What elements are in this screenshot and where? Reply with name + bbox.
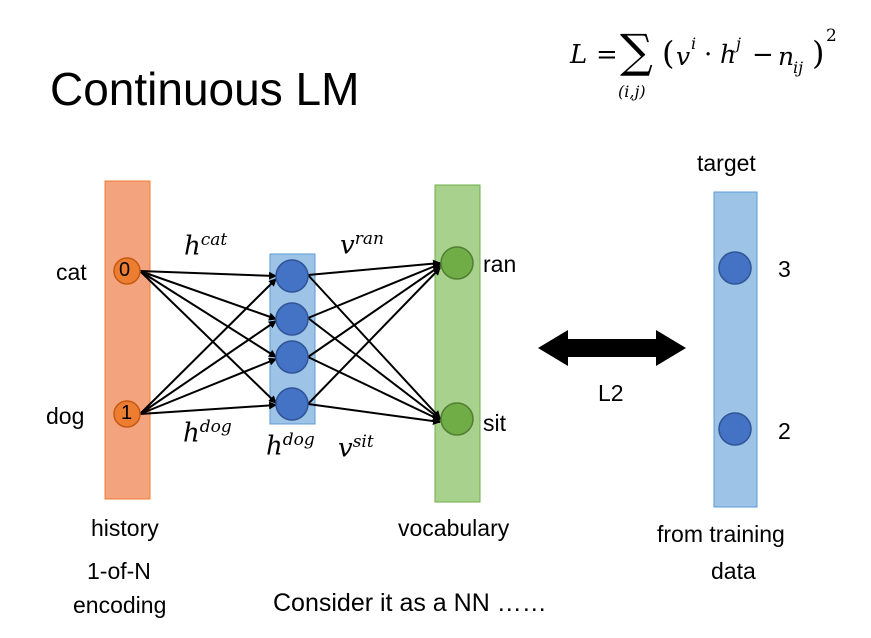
target-value-ran: 3 [778,256,791,282]
edge-label-h-dog: hdog [183,417,232,449]
formula-sum-symbol: ∑ [620,24,653,78]
output-word-sit: sit [483,410,506,436]
formula-power: 2 [826,26,837,46]
input-node-cat [113,257,141,285]
output-layer-bar [434,184,481,503]
input-caption-history: history [91,515,159,541]
edge-label-v-sit: vsit [338,432,374,464]
l2-double-arrow [538,330,686,366]
hidden-to-output-edges [307,259,441,426]
output-word-ran: ran [483,251,517,277]
formula-dot: · [704,40,713,70]
output-node-sit [440,402,474,436]
edge-label-v-sit-sup: sit [352,432,374,452]
formula-v-sup: i [691,34,697,53]
edge-label-h-dog-sup: dog [199,417,232,437]
hidden-layer-label-base: h [266,431,283,462]
formula-v: v [676,42,691,71]
target-node [718,251,752,285]
connector-label: L2 [598,380,624,406]
input-node-dog [113,400,141,428]
formula-equals: = [596,40,618,70]
slide-subtitle: Consider it as a NN …… [273,589,547,617]
edge-label-h-dog-base: h [183,418,200,449]
target-node [718,412,752,446]
edge-label-v-sit-base: v [338,433,353,464]
formula-sum-index: (i,j) [618,82,646,101]
input-caption-1-of-n: 1-of-N [87,558,151,584]
target-caption-line2: data [711,558,756,584]
hidden-node [275,302,309,336]
target-value-sit: 2 [778,418,791,444]
hidden-layer-label: hdog [266,430,315,462]
output-node-ran [440,246,474,280]
hidden-node [275,259,309,293]
input-value-cat: 0 [119,259,131,281]
formula-minus: − [752,40,774,70]
edge-label-v-ran: vran [340,229,384,261]
hidden-node [275,387,309,421]
target-caption-line1: from training [657,521,785,547]
target-layer-bar [713,191,758,508]
edge-label-h-cat-sup: cat [200,230,228,250]
formula-h-sup: j [736,34,741,53]
edge-label-v-ran-sup: ran [354,229,384,249]
hidden-node [275,340,309,374]
formula-lhs: L [570,40,588,70]
formula-n: n [778,42,795,71]
formula-n-sub: ij [793,58,804,77]
slide-title: Continuous LM [50,63,360,115]
formula-open-paren: ( [662,34,675,72]
input-word-dog: dog [46,403,85,429]
hidden-layer-label-sup: dog [282,430,315,450]
edge-label-v-ran-base: v [340,230,355,261]
formula-h: h [720,40,737,69]
loss-formula: L = ∑ (i,j) ( v i · h j − n ij ) 2 [556,20,856,110]
vocabulary-caption: vocabulary [398,515,510,541]
target-header: target [697,150,756,176]
input-to-hidden-edges [139,270,277,415]
edge-label-h-cat: hcat [184,230,227,262]
edge-label-h-cat-base: h [184,231,201,262]
input-value-dog: 1 [121,402,133,424]
formula-close-paren: ) [812,34,825,72]
input-caption-encoding: encoding [73,592,167,618]
input-word-cat: cat [56,259,87,285]
input-layer-bar [104,180,151,500]
